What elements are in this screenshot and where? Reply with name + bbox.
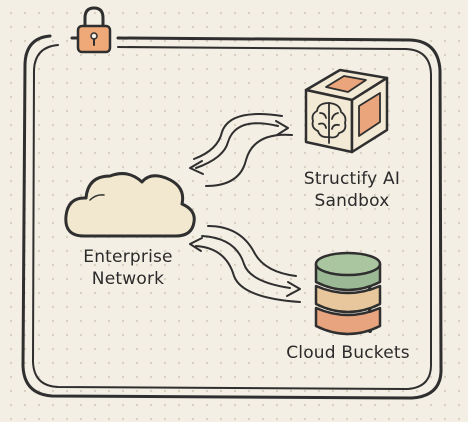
enterprise-network-label-line1: Enterprise: [83, 247, 173, 267]
brain-icon: [311, 102, 347, 144]
padlock-icon: [76, 6, 112, 54]
enterprise-network-label: Enterprise Network: [58, 246, 198, 290]
sandbox-label-line1: Structify AI: [303, 169, 401, 189]
arrow-network-sandbox: [189, 113, 293, 187]
sandbox-label: Structify AI Sandbox: [282, 168, 422, 212]
database-cylinder-icon: [314, 251, 382, 336]
sandbox-label-line2: Sandbox: [314, 191, 390, 211]
cube-brain-icon: [304, 68, 389, 154]
enterprise-network-label-line2: Network: [91, 269, 165, 289]
arrow-network-buckets: [189, 225, 301, 303]
cloud-buckets-label: Cloud Buckets: [268, 342, 428, 364]
cloud-buckets-label-text: Cloud Buckets: [286, 343, 410, 363]
cloud-icon: [64, 172, 196, 238]
